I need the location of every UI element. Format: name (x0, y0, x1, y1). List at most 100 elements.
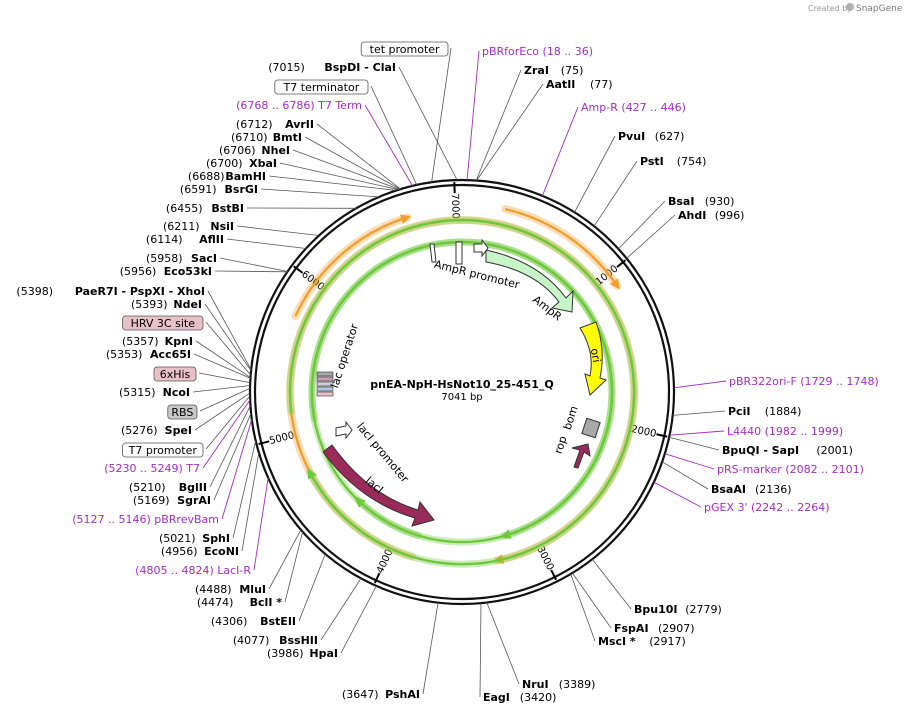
left-label: BamHI(6688) (188, 170, 266, 183)
site-position: (7015) (268, 61, 305, 74)
site-position: (6712) (236, 118, 273, 131)
site-label: PvuI (618, 130, 645, 143)
leader-line (209, 405, 251, 488)
left-label: Eco53kI(5956) (120, 265, 212, 278)
site-position: (6455) (166, 202, 203, 215)
feature-box (153, 366, 197, 382)
feature-box (167, 404, 198, 420)
leader-line (205, 395, 251, 450)
primer-label: pRS-marker (2082 .. 2101) (717, 463, 864, 476)
site-position: (5357) (122, 335, 159, 348)
right-label: NruI(3389) (522, 678, 595, 691)
leader-line (195, 340, 251, 378)
bom-feature (581, 417, 601, 439)
mcs-block (316, 386, 334, 392)
site-label: BpuQI - SapI (722, 444, 799, 457)
right-label: PciI(1884) (728, 405, 801, 418)
arc-orange-2 (294, 216, 408, 317)
right-label: Bpu10I(2779) (634, 603, 722, 616)
leader-line (192, 385, 251, 393)
right-label: Amp-R (427 .. 446) (581, 101, 686, 114)
leader-line (260, 188, 380, 198)
primer-label: (4805 .. 4824) LacI-R (135, 564, 251, 577)
arc-green-3-arrowhead (307, 468, 317, 480)
leader-line (199, 388, 251, 412)
leader-line (214, 270, 288, 273)
backbone-inner (253, 183, 671, 601)
primer-label: Amp-R (427 .. 446) (581, 101, 686, 114)
site-position: (6706) (219, 144, 256, 157)
ori-feature (579, 321, 607, 396)
arc-green-2-arrowhead (500, 529, 512, 539)
leader-line (205, 321, 252, 376)
left-label: NcoI(5315) (119, 386, 190, 399)
leader-line (479, 603, 482, 698)
site-position: (5210) (129, 481, 166, 494)
site-label: BsaAI (711, 483, 746, 496)
feature-box (122, 442, 204, 458)
feature-box (274, 79, 369, 95)
site-label: AhdI (678, 209, 706, 222)
ori-label: ori (588, 347, 603, 363)
left-label: NsiI(6211) (163, 220, 234, 233)
left-label: AvrII (6712) (236, 118, 314, 131)
site-label: BclI * (250, 596, 283, 609)
site-position: (6211) (163, 220, 200, 233)
leader-line (253, 477, 269, 571)
site-position: (5021) (159, 532, 196, 545)
right-label: AatII(77) (546, 78, 613, 91)
left-label: SacI(5958) (146, 252, 217, 265)
right-label: ZraI(75) (524, 64, 583, 77)
site-position: (627) (655, 130, 685, 143)
ampr-promoter-feature (473, 238, 489, 258)
leader-line (673, 380, 727, 389)
site-label: MscI * (598, 635, 636, 648)
site-position: (5956) (120, 265, 157, 278)
leader-line (570, 573, 596, 642)
left-label: (5127 .. 5146) pBRrevBam (72, 513, 219, 526)
left-label: EcoNI(4956) (161, 545, 239, 558)
site-position: (3986) (267, 647, 304, 660)
site-label: AvrII (285, 118, 314, 131)
site-position: (5169) (133, 494, 170, 507)
site-position: (5958) (146, 252, 183, 265)
site-label: Bpu10I (634, 603, 678, 616)
arc-orange-1 (504, 207, 619, 287)
primer-label: (5230 .. 5249) T7 (104, 462, 200, 475)
ampr-feature (485, 249, 574, 313)
tick-mark (550, 569, 557, 581)
feature-box-label: tet promoter (370, 43, 440, 56)
leader-line (475, 69, 522, 181)
site-label: NcoI (163, 386, 190, 399)
credit-app: SnapGene (856, 4, 903, 14)
right-label: pRS-marker (2082 .. 2101) (717, 463, 864, 476)
right-label: EagI(3420) (483, 691, 556, 704)
tick-label: 2000 (630, 424, 657, 440)
rop-feature (571, 443, 591, 469)
mcs-block (316, 376, 334, 382)
site-label: FspAI (614, 622, 649, 635)
leader-line (398, 66, 458, 181)
feature-box-label: HRV 3C site (131, 317, 196, 330)
tick-mark (258, 440, 270, 446)
leader-line (669, 436, 720, 451)
leader-line (669, 430, 725, 436)
leader-line (653, 481, 702, 508)
left-label: AflII(6114) (146, 233, 224, 246)
primer-label: pBR322ori-F (1729 .. 1748) (729, 375, 879, 388)
right-label: AhdI(996) (678, 209, 744, 222)
site-position: (4956) (161, 545, 198, 558)
right-label: PstI(754) (640, 155, 706, 168)
leader-line (219, 257, 288, 272)
left-label: Acc65I(5353) (106, 348, 191, 361)
site-label: NruI (522, 678, 549, 691)
site-position: (3647) (342, 688, 379, 701)
leader-line (198, 372, 251, 384)
site-position: (6688) (188, 170, 225, 183)
leader-line (236, 225, 319, 236)
tick-mark (656, 433, 668, 438)
leader-line (486, 602, 520, 685)
site-label: BspDI - ClaI (324, 61, 396, 74)
site-position: (4488) (195, 583, 232, 596)
plasmid-length: 7041 bp (441, 392, 482, 403)
